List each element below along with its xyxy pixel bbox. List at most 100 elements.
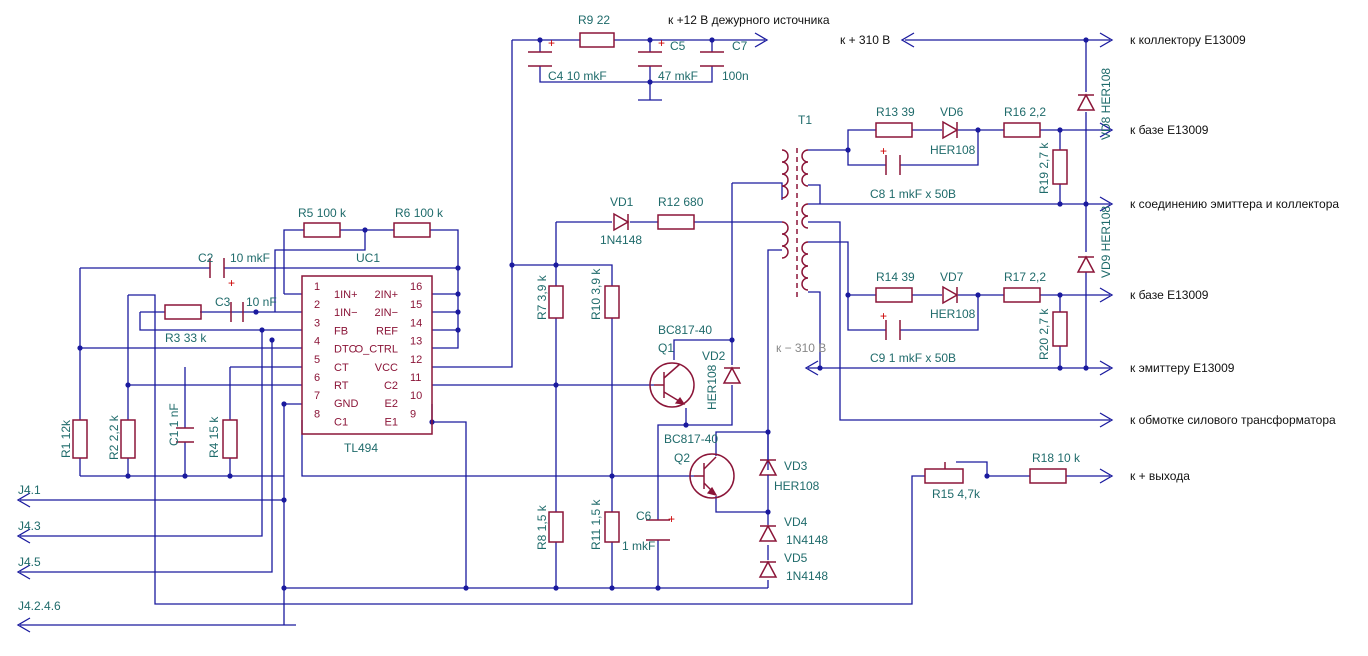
r19-label: R19 2,7 k — [1037, 142, 1051, 194]
vd4-ref: VD4 — [784, 515, 808, 529]
ic-pin-name: REF — [376, 325, 398, 337]
c1-label: C1 1 nF — [167, 403, 181, 446]
r2-label: R2 2,2 k — [107, 414, 121, 460]
vd7-value: HER108 — [930, 307, 976, 321]
r18-label: R18 10 k — [1032, 451, 1081, 465]
vd4-value: 1N4148 — [786, 533, 828, 547]
ic-right-pins: 162IN+152IN−14REF13O_CTRL12VCC11C210E29E… — [355, 281, 423, 428]
ic-pin-name: C1 — [334, 416, 348, 428]
r20-label: R20 2,7 k — [1037, 308, 1051, 360]
net-j4246: J4.2.4.6 — [18, 599, 61, 613]
r18-body — [1029, 468, 1067, 484]
ic-pin-name: C2 — [384, 380, 398, 392]
ic-pin-name: 1IN+ — [334, 289, 358, 301]
r19-body — [1052, 149, 1068, 185]
svg-text:+: + — [548, 36, 555, 50]
ic-pin-name: VCC — [375, 362, 398, 374]
vd7-ref: VD7 — [940, 270, 964, 284]
ic-pin-number: 4 — [314, 336, 320, 348]
net-standby: к +12 В дежурного источника — [668, 13, 830, 27]
net-output: к + выхода — [1130, 469, 1190, 483]
r3-body — [164, 304, 202, 320]
c2-value: 10 mkF — [230, 251, 270, 265]
t1-ref: T1 — [798, 113, 812, 127]
net-minus310: к − 310 В — [776, 341, 826, 355]
q2-symbol — [689, 453, 735, 499]
c6-value: 1 mkF — [622, 539, 655, 553]
r14-label: R14 39 — [876, 270, 915, 284]
r11-body — [604, 511, 620, 543]
r17-label: R17 2,2 — [1004, 270, 1046, 284]
c3-value: 10 nF — [246, 295, 277, 309]
r8-label: R8 1,5 k — [535, 504, 549, 550]
r2-body — [120, 419, 136, 459]
ic-pin-name: 2IN− — [374, 307, 398, 319]
r20-body — [1052, 311, 1068, 347]
q2-value: BC817-40 — [664, 432, 718, 446]
diodes — [613, 93, 1096, 578]
q2-ref: Q2 — [674, 451, 690, 465]
vd7-body — [942, 285, 959, 305]
capacitors: + + + + + + — [176, 36, 901, 541]
ic-pin-name: GND — [334, 398, 359, 410]
ic-pin-number: 5 — [314, 354, 320, 366]
r11-label: R11 1,5 k — [589, 499, 603, 550]
r6-body — [393, 222, 431, 238]
ic-pin-name: 1IN− — [334, 307, 358, 319]
resistors — [72, 32, 1068, 543]
c7-ref: C7 — [732, 39, 748, 53]
vd6-value: HER108 — [930, 143, 976, 157]
net-plus310: к + 310 В — [840, 33, 890, 47]
r8-body — [548, 511, 564, 543]
vd5-ref: VD5 — [784, 551, 808, 565]
net-junction: к соединению эмиттера и коллектора — [1130, 197, 1339, 211]
r7-label: R7 3,9 k — [535, 274, 549, 320]
c4-label: C4 10 mkF — [548, 69, 607, 83]
ic-pin-number: 16 — [410, 281, 422, 293]
vd3-value: HER108 — [774, 479, 820, 493]
c6-ref: C6 — [636, 509, 652, 523]
r5-body — [303, 222, 341, 238]
r6-label: R6 100 k — [395, 206, 444, 220]
r14-body — [875, 287, 913, 303]
ic-type: TL494 — [344, 441, 378, 455]
ic-pin-name: CT — [334, 362, 349, 374]
r9-label: R9 22 — [578, 13, 610, 27]
c2-ref: C2 — [198, 251, 214, 265]
ic-name: UC1 — [356, 251, 380, 265]
svg-text:+: + — [880, 309, 887, 323]
r10-body — [604, 285, 620, 319]
net-j45: J4.5 — [18, 555, 41, 569]
vd4-body — [758, 524, 778, 542]
c3-ref: C3 — [215, 295, 231, 309]
ic-pin-name: E1 — [385, 416, 398, 428]
ic-pin-number: 7 — [314, 390, 320, 402]
net-base2: к базе Е13009 — [1130, 288, 1209, 302]
r7-body — [548, 285, 564, 319]
svg-text:+: + — [658, 36, 665, 50]
vd6-ref: VD6 — [940, 105, 964, 119]
r13-body — [875, 122, 913, 138]
vd1-ref: VD1 — [610, 195, 634, 209]
net-emitter: к эмиттеру Е13009 — [1130, 361, 1235, 375]
net-j41: J4.1 — [18, 483, 41, 497]
r17-body — [1003, 287, 1041, 303]
ic-pin-name: DTC — [334, 344, 357, 356]
transformer-t1 — [781, 148, 809, 298]
vd9-label: VD9 HER108 — [1099, 206, 1113, 278]
r15-body — [924, 468, 964, 484]
c8-label: C8 1 mkF x 50B — [870, 187, 956, 201]
ic-tl494: UC1 TL494 11IN+21IN−3FB4DTC5CT6RT7GND8C1… — [301, 251, 433, 455]
ic-pin-number: 10 — [410, 390, 422, 402]
r10-label: R10 3,9 k — [589, 268, 603, 320]
junctions — [77, 37, 1089, 591]
net-arrows — [16, 32, 1114, 633]
vd1-value: 1N4148 — [600, 233, 642, 247]
r4-label: R4 15 k — [207, 416, 221, 458]
net-labels: к +12 В дежурного источника к + 310 В к … — [18, 13, 1339, 613]
q1-symbol — [649, 362, 695, 408]
r3-label: R3 33 k — [165, 331, 207, 345]
net-j43: J4.3 — [18, 519, 41, 533]
vd6-body — [942, 120, 959, 140]
